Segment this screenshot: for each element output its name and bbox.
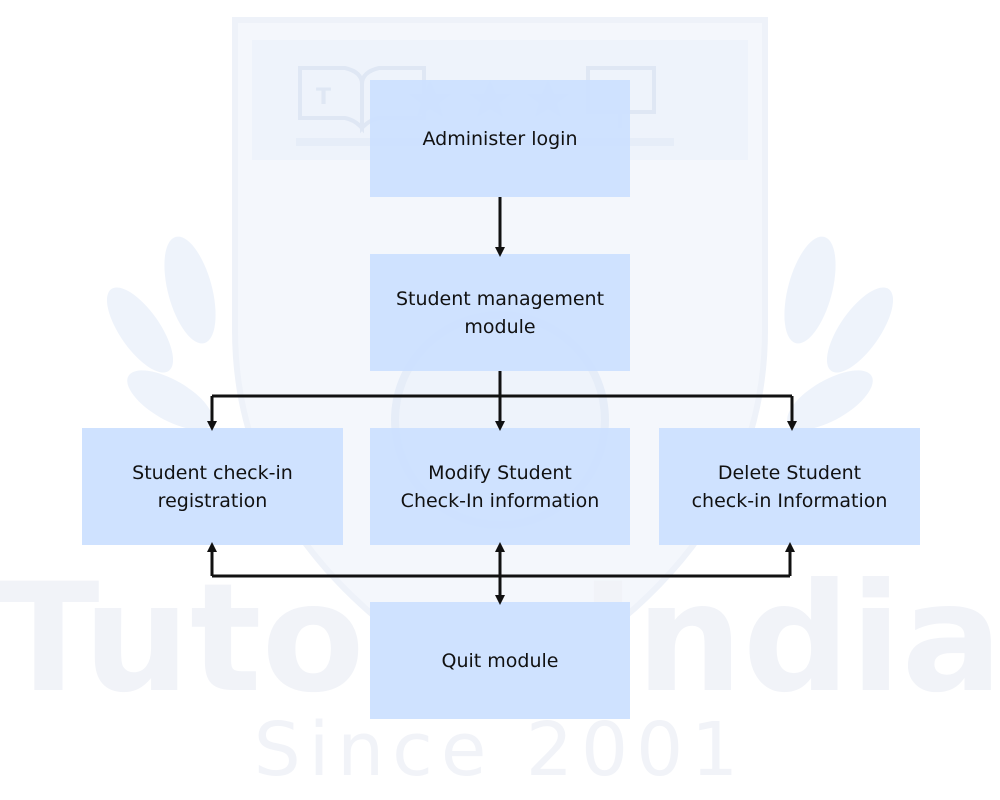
student-management-box: Student management module — [370, 254, 630, 371]
student-management-label: Student management module — [395, 287, 605, 338]
modify-checkin-label: Modify Student Check-In information — [400, 461, 600, 512]
quit-module-box: Quit module — [370, 602, 630, 719]
watermark-badge-letter: T — [316, 85, 331, 110]
modify-checkin-box: Modify Student Check-In information — [370, 428, 630, 545]
quit-module-label: Quit module — [441, 649, 559, 672]
delete-checkin-box: Delete Student check-in Information — [659, 428, 920, 545]
admin-login-box: Administer login — [370, 80, 630, 197]
delete-checkin-label: Delete Student check-in Information — [691, 461, 888, 512]
checkin-registration-box: Student check-in registration — [82, 428, 343, 545]
checkin-registration-label: Student check-in registration — [132, 461, 293, 512]
admin-login-label: Administer login — [422, 127, 578, 150]
watermark-since: Since 2001 — [254, 707, 747, 793]
